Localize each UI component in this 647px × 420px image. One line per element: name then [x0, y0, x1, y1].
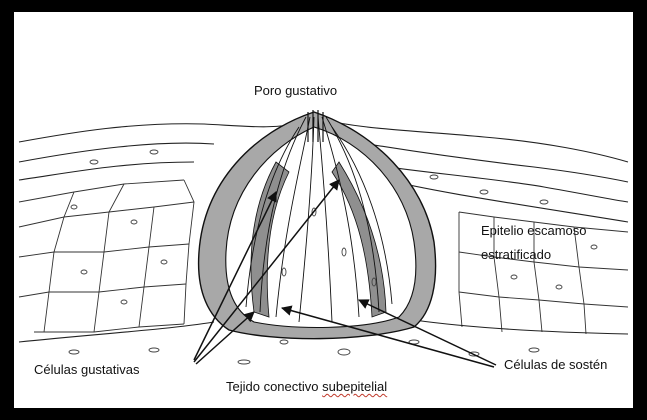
label-epitelio-line1: Epitelio escamoso [481, 224, 587, 237]
taste-bud [199, 112, 436, 339]
drawing-canvas: Poro gustativo Epitelio escamoso estrati… [14, 12, 633, 408]
label-tejido-subepitelial: subepitelial [322, 379, 387, 394]
label-celulas-gustativas: Células gustativas [34, 363, 140, 376]
taste-bud-illustration [14, 12, 633, 408]
label-celulas-sosten: Células de sostén [504, 358, 607, 371]
label-tejido-prefix: Tejido conectivo [226, 379, 322, 394]
label-poro-gustativo: Poro gustativo [254, 84, 337, 97]
left-epithelial-cells [19, 180, 194, 332]
label-epitelio-line2: estratificado [481, 248, 551, 261]
label-tejido-conectivo: Tejido conectivo subepitelial [226, 380, 387, 393]
